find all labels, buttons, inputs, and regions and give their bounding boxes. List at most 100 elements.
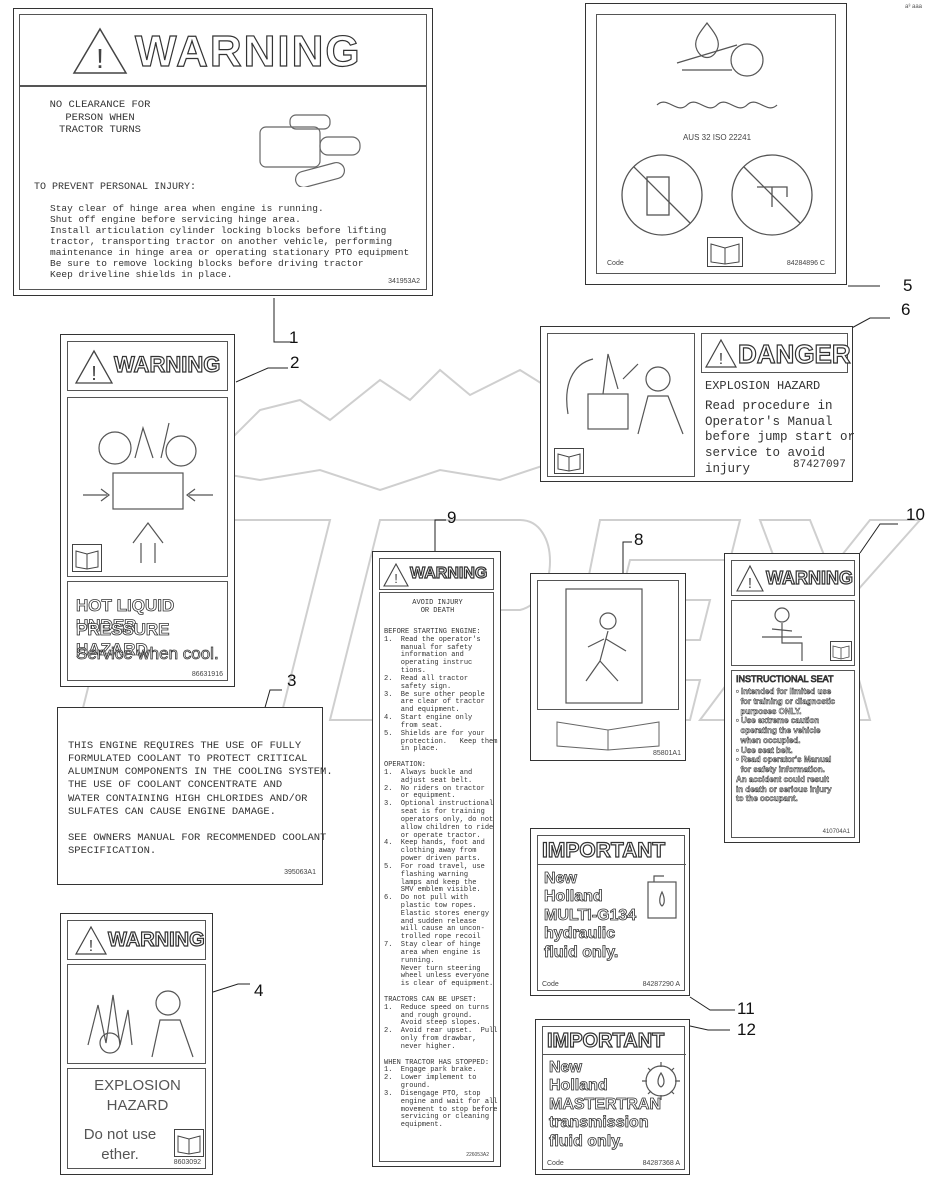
decal-5-def-fluid: AUS 32 ISO 22241 Code 84284896 C: [585, 3, 847, 285]
battery-explosion-icon: [566, 353, 684, 435]
warning-triangle-icon: !: [736, 564, 764, 592]
explosion-person-icon: [87, 990, 194, 1058]
callout-4: 4: [254, 981, 264, 1000]
decal-10-message: INSTRUCTIONAL SEAT • Intended for limite…: [731, 670, 855, 838]
decal-6-title: DANGER: [737, 338, 851, 369]
decal-4-explosion-hazard: ! WARNING EXPLOSION HAZARD Do not use et…: [60, 913, 213, 1175]
decal-10-body: • Intended for limited use for training …: [736, 687, 836, 804]
decal-4-header: ! WARNING: [67, 920, 206, 960]
warning-triangle-icon: !: [72, 27, 128, 74]
decal-4-do-not-use: Do not use ether.: [83, 1126, 157, 1163]
decal-4-hazard-line2: HAZARD: [106, 1097, 169, 1114]
decal-12-transmission-fluid: IMPORTANT New Holland MASTERTRAN transmi…: [535, 1019, 690, 1175]
warning-triangle-icon: !: [74, 925, 108, 955]
decal-12-body: New Holland MASTERTRAN transmission flui…: [549, 1059, 662, 1150]
callout-3: 3: [287, 671, 297, 690]
decal-1-code: 341953A2: [388, 278, 420, 285]
decal-4-title: WARNING: [107, 928, 205, 951]
decal-4-pictogram: [67, 964, 206, 1064]
svg-text:!: !: [96, 43, 104, 74]
decal-12-title: IMPORTANT: [546, 1029, 665, 1052]
decal-6-hazard: EXPLOSION HAZARD: [705, 379, 821, 393]
callout-10: 10: [906, 505, 925, 524]
decal-3-coolant-notice: THIS ENGINE REQUIRES THE USE OF FULLY FO…: [57, 707, 333, 885]
hydraulic-can-icon: [647, 875, 677, 919]
decal-2-hazard-line1: HOT LIQUID UNDER: [76, 596, 175, 636]
callout-2: 2: [290, 353, 300, 372]
callout-11: 11: [737, 999, 755, 1018]
gear-drop-icon: [642, 1062, 680, 1100]
decal-1-body: NO CLEARANCE FOR PERSON WHEN TRACTOR TUR…: [19, 86, 427, 290]
decal-9-code: 226053A2: [466, 1152, 489, 1158]
decal-11-code: 84287290 A: [642, 981, 680, 988]
seated-person-icon: [762, 607, 803, 661]
callout-8: 8: [634, 530, 644, 549]
decal-9-title: WARNING: [409, 564, 488, 582]
decal-3-text: THIS ENGINE REQUIRES THE USE OF FULLY FO…: [68, 740, 333, 857]
manual-book-icon: [554, 448, 584, 474]
decal-9-body-panel: AVOID INJURY OR DEATH BEFORE STARTING EN…: [379, 592, 497, 1162]
manual-book-icon: [830, 641, 852, 661]
decal-10-code: 410704A1: [822, 829, 850, 835]
decal-10-title: WARNING: [765, 567, 853, 588]
decal-10-heading: INSTRUCTIONAL SEAT: [736, 674, 834, 685]
decal-5-code: 84284896 C: [786, 260, 825, 267]
svg-text:!: !: [719, 351, 723, 368]
decal-1-header: ! WARNING: [19, 14, 427, 86]
decal-11-code-label: Code: [542, 981, 559, 988]
manual-book-icon: [707, 237, 743, 267]
decal-2-pictogram: [67, 397, 228, 577]
svg-text:!: !: [748, 575, 752, 592]
decal-4-code: 8603092: [173, 1159, 201, 1166]
decal-11-body: New Holland MULTI-G134 hydraulic fluid o…: [544, 870, 637, 961]
decal-2-message: HOT LIQUID UNDER PRESSURE HAZARD Service…: [67, 581, 228, 681]
decal-1-clearance: NO CLEARANCE FOR PERSON WHEN TRACTOR TUR…: [49, 99, 151, 137]
callout-5: 5: [903, 276, 913, 295]
decal-10-pictogram: [731, 600, 855, 666]
decal-1-hinge-warning: ! WARNING NO CLEARANCE FOR PERSON WHEN T…: [13, 8, 433, 296]
decal-4-message: EXPLOSION HAZARD Do not use ether. 86030…: [67, 1068, 206, 1169]
svg-text:!: !: [394, 571, 398, 586]
decal-5-standard: AUS 32 ISO 22241: [682, 133, 752, 142]
decal-11-title: IMPORTANT: [541, 838, 666, 862]
decal-1-prevent: TO PREVENT PERSONAL INJURY:: [34, 182, 197, 193]
decal-9-header: ! WARNING: [379, 558, 494, 590]
decal-1-title: WARNING: [134, 26, 362, 76]
warning-triangle-icon: !: [74, 349, 114, 385]
fluid-drop-icon: [656, 21, 778, 109]
manual-book-icon: [174, 1129, 204, 1157]
warning-triangle-icon: !: [383, 562, 409, 587]
decal-2-title: WARNING: [113, 351, 221, 377]
decal-10-instructional-seat: ! WARNING INSTRUCTIONAL SEAT • Intended …: [724, 553, 860, 843]
callout-12: 12: [737, 1020, 756, 1039]
decal-9-avoid: AVOID INJURY OR DEATH: [412, 599, 463, 616]
decal-8-exit-manual: 85801A1: [530, 573, 686, 761]
decal-9-safety-rules: ! WARNING AVOID INJURY OR DEATH BEFORE S…: [372, 551, 501, 1167]
decal-2-header: ! WARNING: [67, 341, 228, 391]
callout-9: 9: [447, 508, 457, 527]
manual-book-icon: [72, 544, 102, 572]
decal-2-hazard-line2: PRESSURE HAZARD: [76, 620, 170, 660]
decal-2-service: Service when cool.: [76, 644, 219, 664]
decal-12-inner: IMPORTANT New Holland MASTERTRAN transmi…: [542, 1026, 686, 1170]
manual-book-icon: [556, 721, 660, 751]
decal-6-pictogram: [547, 333, 695, 477]
corner-mark: a³ aaa: [905, 4, 923, 10]
decal-11-hydraulic-fluid: IMPORTANT New Holland MULTI-G134 hydraul…: [530, 828, 690, 996]
decal-6-battery-danger: ! DANGER EXPLOSION HAZARD Read procedure…: [540, 326, 856, 482]
decal-6-body: Read procedure in Operator's Manual befo…: [705, 399, 856, 476]
decal-4-hazard-line1: EXPLOSION: [94, 1077, 181, 1094]
decal-10-header: ! WARNING: [731, 560, 855, 596]
decal-12-code-label: Code: [547, 1160, 564, 1167]
decal-11-inner: IMPORTANT New Holland MULTI-G134 hydraul…: [537, 835, 686, 991]
radiator-spray-icon: [83, 422, 213, 563]
callout-1: 1: [289, 328, 299, 347]
decal-6-code: 87427097: [793, 459, 846, 471]
decal-8-pictogram: [537, 580, 679, 710]
tractor-hinge-icon: [259, 114, 361, 187]
decal-2-code: 86631916: [191, 671, 223, 678]
svg-text:!: !: [89, 938, 93, 955]
decal-3-code: 395063A1: [284, 869, 316, 876]
decal-8-code: 85801A1: [652, 750, 681, 757]
decal-6-header: ! DANGER: [701, 333, 851, 373]
